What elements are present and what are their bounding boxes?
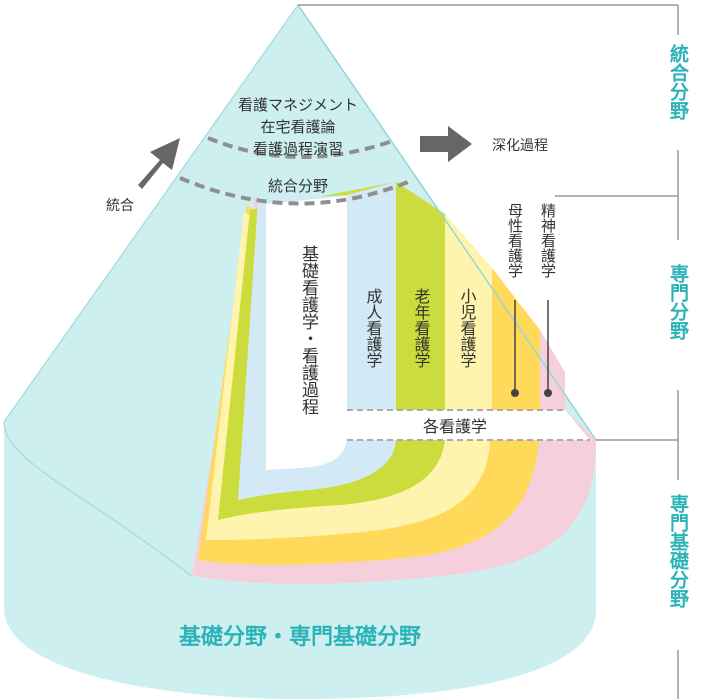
top-item-process-exercise: 看護過程演習 [253,140,343,158]
integrated-band-label: 統合分野 [268,177,328,195]
maternal-marker-dot [511,389,519,397]
top-item-management: 看護マネジメント [238,96,358,114]
elderly-nursing-label: 老年看護学 [412,288,431,368]
each-nursing-band [347,410,590,440]
integrate-arrow-icon [138,138,180,189]
adult-strip [347,182,396,410]
top-dashed-arc [207,136,396,159]
elderly-strip [396,182,445,410]
integrated-dashed-arc [179,176,414,206]
right-bracket [298,4,679,699]
deepen-arrow-label: 深化過程 [492,138,548,154]
deepen-arrow-icon [420,126,472,162]
top-item-home-care: 在宅看護論 [260,118,335,136]
basic-nursing-column [266,196,347,470]
maternal-strip [492,268,540,410]
strips [347,182,565,410]
psych-nursing-label: 精神看護学 [539,203,557,278]
child-nursing-label: 小児看護学 [458,288,477,368]
basic-nursing-label: 基礎看護学・看護過程 [298,245,319,415]
side-label-integrated: 統合分野 [667,43,689,120]
psych-marker-dot [544,389,552,397]
side-label-specialized: 専門分野 [667,264,689,340]
child-strip [445,214,492,410]
base-label: 基礎分野・専門基礎分野 [179,624,421,650]
cone-edge [297,4,597,441]
side-label-specialized-basic: 専門基礎分野 [667,494,690,608]
each-nursing-label: 各看護学 [423,417,487,436]
psych-strip [540,330,565,410]
adult-nursing-label: 成人看護学 [364,288,383,368]
integrate-arrow-label: 統合 [106,198,134,214]
maternal-nursing-label: 母性看護学 [506,203,524,278]
